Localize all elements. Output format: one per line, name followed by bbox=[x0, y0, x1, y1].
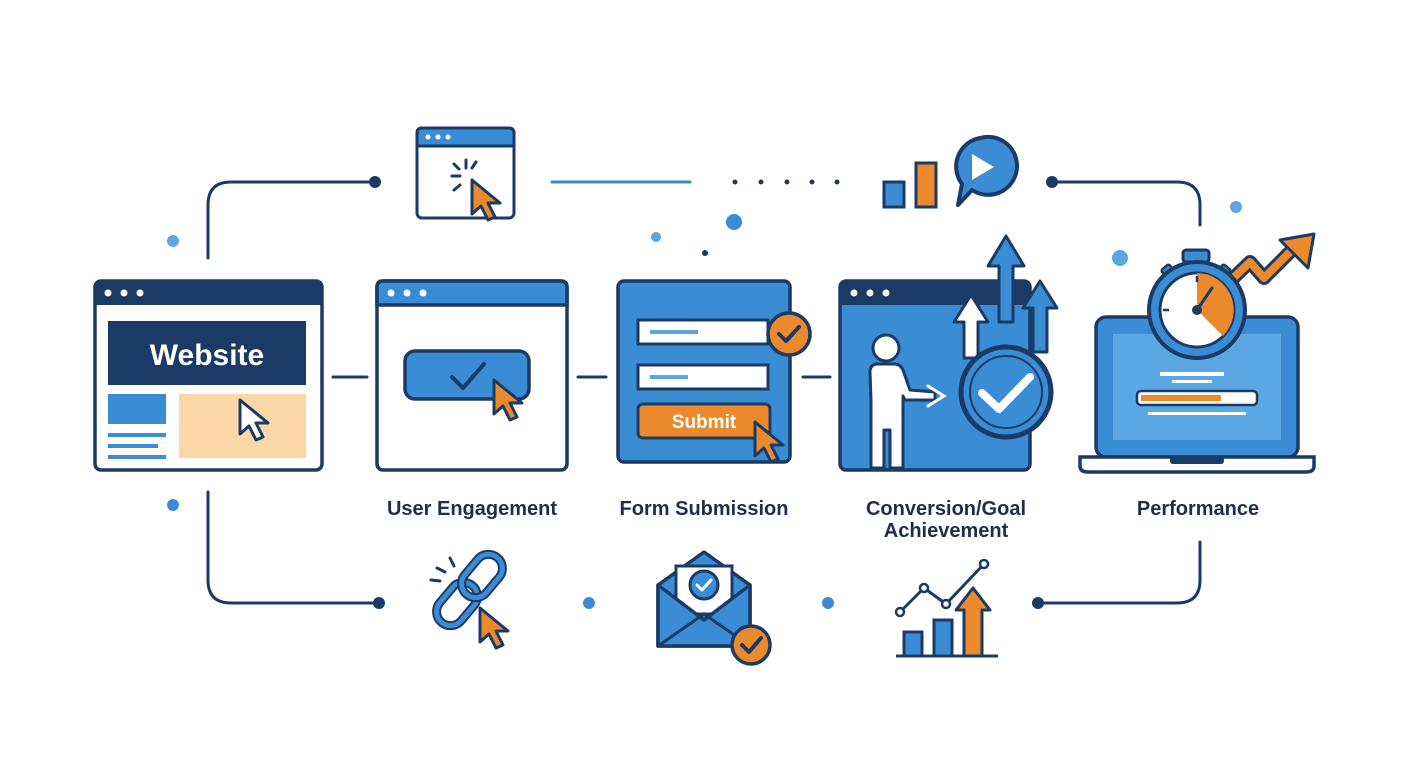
browser-click-icon bbox=[415, 126, 516, 222]
decorative-dash-line bbox=[550, 179, 840, 185]
step-label-user-engagement: User Engagement bbox=[386, 498, 558, 520]
email-check-icon bbox=[656, 550, 772, 666]
click-button-browser-icon bbox=[375, 279, 569, 472]
conversion-goal-icon bbox=[838, 234, 1059, 472]
link-click-icon bbox=[429, 549, 510, 650]
laptop-stopwatch-icon bbox=[1078, 232, 1316, 474]
form-browser-icon: Submit bbox=[616, 279, 812, 464]
step-label-conversion-line2: Achievement bbox=[883, 520, 1009, 542]
submit-button-text: Submit bbox=[672, 412, 737, 433]
growth-chart-icon bbox=[894, 558, 998, 658]
bar-chart-play-icon bbox=[882, 134, 1020, 209]
step-label-conversion-line1: Conversion/Goal bbox=[865, 498, 1027, 520]
step-label-form-submission: Form Submission bbox=[619, 498, 789, 520]
step-label-performance: Performance bbox=[1136, 498, 1260, 520]
connector-dots bbox=[167, 176, 1242, 609]
cursor-icon bbox=[478, 606, 510, 650]
website-panel-text: Website bbox=[150, 339, 264, 372]
website-browser-icon: Website bbox=[93, 279, 324, 472]
step-label-conversion-goal: Conversion/Goal Achievement bbox=[826, 498, 1066, 542]
connector-lines bbox=[206, 180, 1202, 605]
